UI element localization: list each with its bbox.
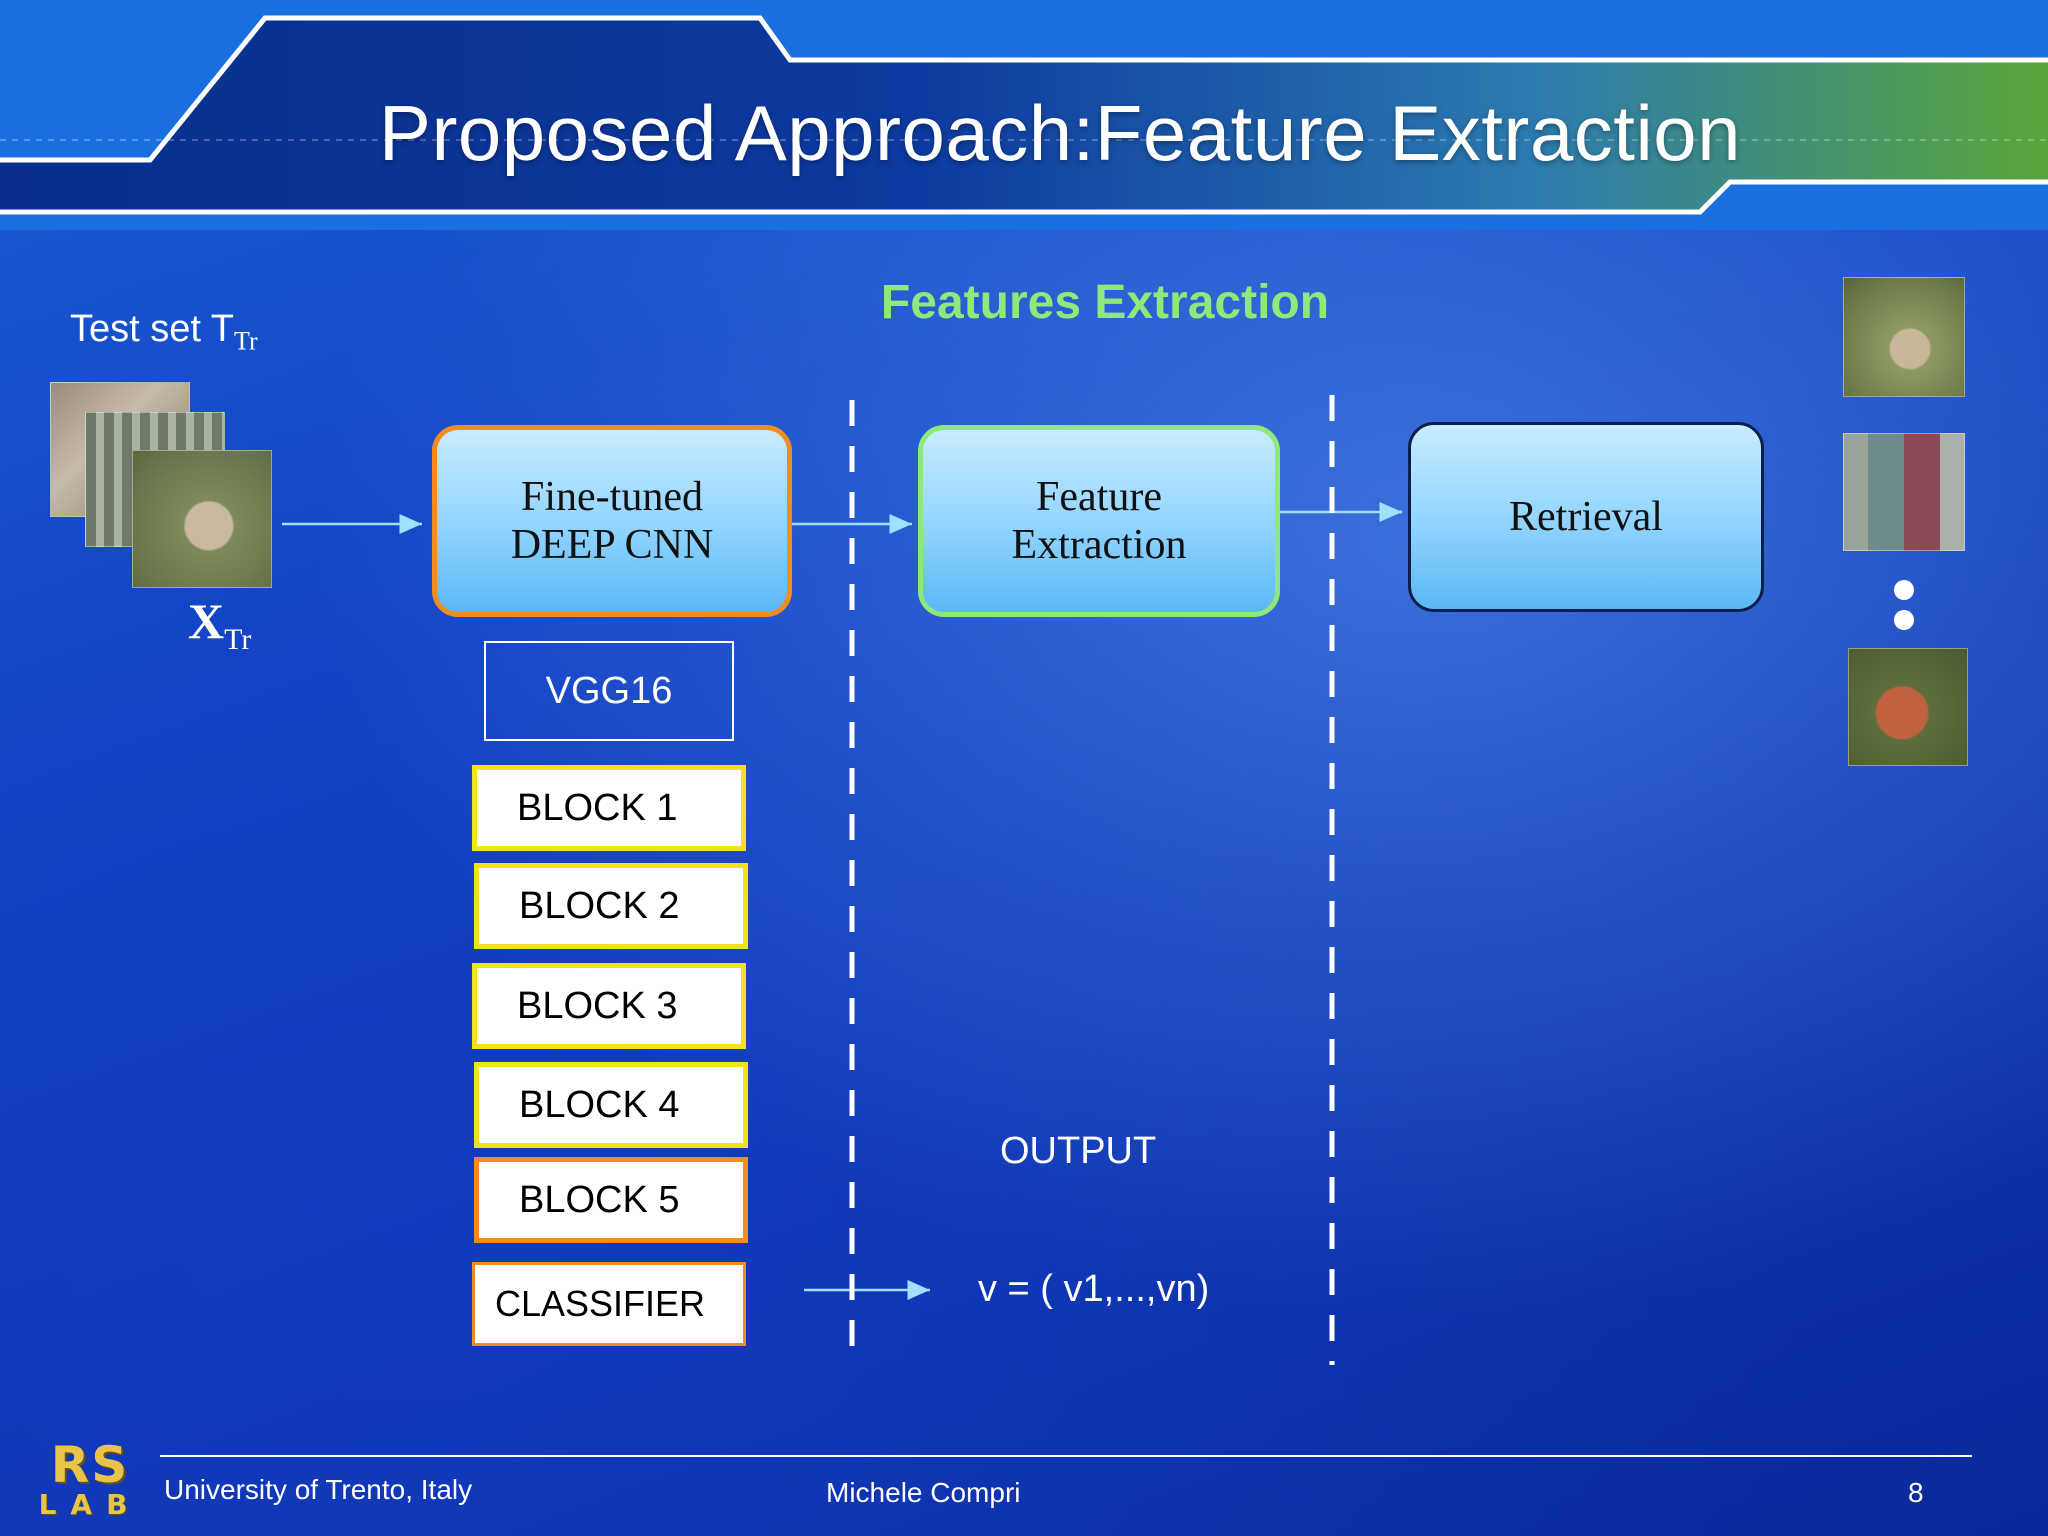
input-image-3 bbox=[132, 450, 272, 588]
slide-title: Proposed Approach:Feature Extraction bbox=[378, 89, 1742, 177]
page-number: 8 bbox=[1908, 1477, 1924, 1508]
footer-university: University of Trento, Italy bbox=[164, 1474, 473, 1505]
feature-box-line1: Feature bbox=[1036, 473, 1162, 520]
block-1: BLOCK 1 bbox=[472, 765, 746, 851]
block-3: BLOCK 3 bbox=[472, 963, 746, 1049]
feature-box-text: Feature Extraction bbox=[1012, 473, 1187, 570]
retrieved-image-3 bbox=[1848, 648, 1968, 766]
section-title: Features Extraction bbox=[880, 276, 1330, 329]
retrieved-image-1 bbox=[1843, 277, 1965, 397]
header-band bbox=[0, 0, 2048, 230]
retrieved-image-2 bbox=[1843, 433, 1965, 551]
logo-top-text: RS bbox=[50, 1436, 130, 1494]
cnn-box-line1: Fine-tuned bbox=[521, 473, 703, 520]
output-vector: v = ( v1,...,vn) bbox=[978, 1268, 1210, 1310]
feature-box-line2: Extraction bbox=[1011, 522, 1187, 568]
x-subscript: Tr bbox=[224, 623, 252, 656]
test-set-text: Test set T bbox=[70, 308, 235, 350]
cnn-box: Fine-tuned DEEP CNN bbox=[432, 425, 792, 617]
output-label: OUTPUT bbox=[1000, 1130, 1157, 1172]
retrieval-box: Retrieval bbox=[1408, 422, 1764, 612]
block-4: BLOCK 4 bbox=[474, 1062, 748, 1148]
classifier-block: CLASSIFIER bbox=[472, 1262, 746, 1346]
vgg16-box: VGG16 bbox=[484, 641, 734, 741]
test-set-label: Test set TTr bbox=[70, 308, 258, 357]
cnn-box-text: Fine-tuned DEEP CNN bbox=[511, 473, 714, 570]
ellipsis-dot-2 bbox=[1894, 610, 1914, 630]
feature-extraction-box: Feature Extraction bbox=[918, 425, 1280, 617]
rs-lab-logo: RS LAB bbox=[32, 1440, 148, 1520]
vgg16-label: VGG16 bbox=[545, 669, 673, 712]
x-label: X bbox=[188, 593, 225, 649]
block-5: BLOCK 5 bbox=[474, 1157, 748, 1243]
footer-divider bbox=[160, 1455, 1972, 1457]
cnn-box-line2: DEEP CNN bbox=[510, 522, 714, 568]
ellipsis-dot-1 bbox=[1894, 580, 1914, 600]
retrieval-box-label: Retrieval bbox=[1509, 493, 1663, 540]
x-tr-label: XTr bbox=[188, 592, 251, 657]
footer-author: Michele Compri bbox=[826, 1477, 1021, 1508]
test-set-subscript: Tr bbox=[234, 326, 258, 356]
block-2: BLOCK 2 bbox=[474, 863, 748, 949]
logo-bottom-text: LAB bbox=[38, 1488, 142, 1521]
